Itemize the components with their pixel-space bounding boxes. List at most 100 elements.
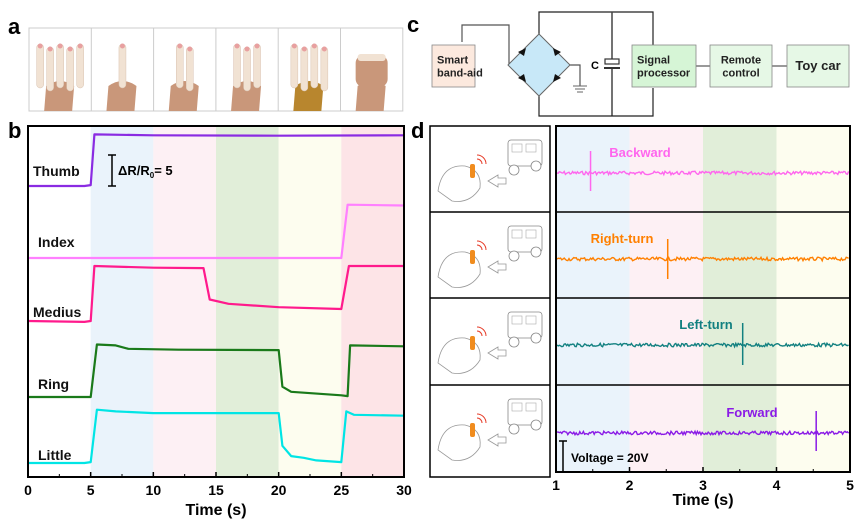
finger-bandage-icon [118, 43, 127, 89]
gesture-index-up [90, 28, 137, 111]
finger-bandage-icon [66, 46, 74, 92]
scale-bar-voltage: Voltage = 20V [559, 440, 648, 473]
smart-band-aid-block-box [431, 44, 476, 88]
circuit-wires [461, 11, 787, 117]
car-wheel [508, 423, 520, 435]
hand-palm-icon [355, 81, 386, 111]
shaded-interval [776, 126, 850, 472]
shaded-interval [216, 126, 279, 477]
fingernail-icon [119, 43, 125, 49]
gesture-index-medius-up [153, 28, 199, 111]
series-label-index: Index [38, 234, 75, 250]
fingernail-icon [254, 43, 260, 49]
car-detail [511, 229, 523, 239]
direction-arrow-icon [487, 346, 507, 360]
fingernail-icon [244, 46, 250, 52]
panel-a-gestures [28, 27, 404, 112]
car-body [507, 311, 543, 339]
wireless-signal-icon [476, 154, 487, 165]
signal-processor-block-label: Signal [637, 55, 670, 67]
direction-arrow-icon [487, 174, 507, 188]
gesture-four-up [277, 28, 329, 111]
x-tick-label: 2 [626, 477, 634, 493]
car-wheel [508, 250, 520, 262]
voltage-scale-label: Voltage = 20V [571, 451, 648, 465]
x-tick-label: 3 [699, 477, 707, 493]
trace-label-left-turn: Left-turn [679, 317, 732, 332]
finger-bandage-icon [176, 43, 184, 89]
smart-band-aid-block-label: band-aid [437, 68, 483, 80]
toy-car-icon [507, 311, 543, 348]
trace-label-right-turn: Right-turn [591, 231, 654, 246]
scale-bar-label: ΔR/R0= 5 [118, 163, 173, 180]
toy-car-icon [507, 139, 543, 176]
hand-icon [437, 424, 481, 461]
finger-bandage-icon [76, 43, 84, 89]
remote-control-block-box [709, 44, 773, 88]
series-line-index [28, 203, 405, 260]
gesture-three-up [215, 28, 262, 111]
x-axis-title: Time (s) [672, 492, 733, 509]
direction-arrow-icon [487, 433, 507, 447]
panel-label-d: d [411, 118, 425, 143]
ground-symbol [573, 85, 587, 93]
wireless-signal-icon [476, 240, 487, 251]
panel-label-b: b [8, 118, 22, 143]
toy-car-block-box [786, 44, 850, 88]
action-cell-forward [430, 384, 550, 461]
series-line-ring [28, 343, 405, 399]
x-tick-label: 25 [334, 482, 350, 498]
x-tick-label: 20 [271, 482, 287, 498]
bandage-sensor-icon [470, 164, 475, 178]
signal-trace-right-turn [556, 255, 849, 263]
bandage-sensor-icon [470, 423, 475, 437]
trace-label-backward: Backward [609, 145, 670, 160]
hand-icon [437, 251, 481, 288]
toy-car-block: Toy car [786, 44, 850, 88]
capacitor-symbol [604, 58, 620, 69]
gesture-open-hand [36, 43, 84, 111]
car-detail [525, 402, 537, 412]
car-detail [525, 315, 537, 325]
shaded-interval [556, 126, 630, 472]
signal-processor-block-box [631, 44, 697, 88]
car-wheel [530, 160, 542, 172]
panel-label-c: c [407, 12, 420, 37]
x-tick-label: 30 [396, 482, 412, 498]
shaded-interval [278, 126, 342, 477]
signal-trace-left-turn [556, 341, 849, 349]
smart-band-aid-block-label: Smart [437, 55, 469, 67]
wireless-signal-icon [476, 326, 487, 337]
bandage-sensor-icon [470, 336, 475, 350]
bandage-icon [357, 54, 386, 61]
signal-trace-forward [557, 429, 850, 437]
signal-trace-backward [556, 170, 850, 177]
signal-processor-block-label: processor [637, 68, 691, 80]
car-wheel [530, 332, 542, 344]
x-tick-label: 0 [24, 482, 32, 498]
finger-bandage-icon [56, 43, 64, 89]
trace-label-forward: Forward [726, 405, 777, 420]
finger-bandage-icon [186, 46, 194, 92]
direction-arrow-icon [487, 260, 507, 274]
car-detail [511, 315, 523, 325]
x-tick-label: 4 [773, 477, 781, 493]
hand-icon [437, 165, 481, 202]
fingernail-icon [311, 43, 317, 49]
action-cell-right-turn [430, 211, 550, 288]
gesture-fist [340, 28, 388, 111]
car-body [507, 225, 543, 253]
x-tick-label: 15 [208, 482, 224, 498]
car-wheel [508, 336, 520, 348]
fingernail-icon [291, 43, 297, 49]
hand-icon [437, 337, 481, 374]
x-axis-title: Time (s) [185, 502, 246, 519]
panel-c-circuit-diagram: C Smartband-aidSignalprocessorRemotecont… [431, 11, 850, 117]
hand-palm-icon [106, 81, 137, 111]
series-label-little: Little [38, 447, 72, 463]
finger-bandage-icon [300, 46, 309, 92]
finger-bandage-icon [310, 43, 319, 89]
fingernail-icon [234, 43, 240, 49]
